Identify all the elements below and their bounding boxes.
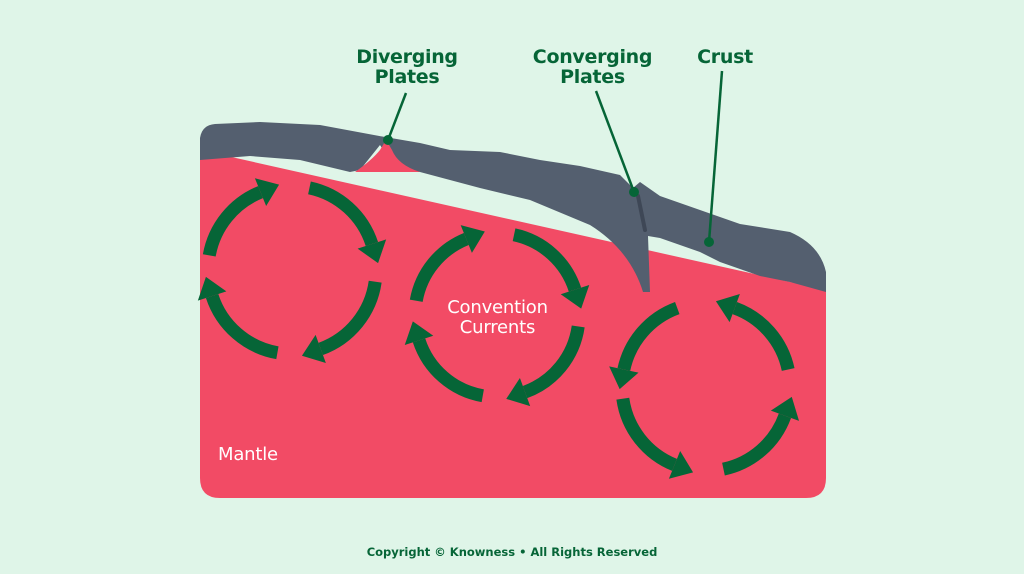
callout-dot-icon — [629, 187, 639, 197]
callout-converging — [594, 90, 639, 197]
circular-arrows-icon — [609, 293, 800, 479]
current-arrow-segment — [205, 293, 279, 360]
current-arrow-segment — [512, 228, 582, 292]
copyright-footer: Copyright © Knowness • All Rights Reserv… — [366, 545, 658, 559]
arrowhead-icon — [609, 366, 639, 390]
arrowhead-icon — [460, 225, 485, 253]
arrowhead-icon — [770, 396, 800, 421]
arrowhead-icon — [506, 377, 531, 407]
arrowhead-icon — [197, 276, 227, 301]
convection-label-line1: Convention — [447, 297, 548, 318]
arrowhead-icon — [301, 334, 326, 364]
arrowhead-icon — [715, 293, 740, 323]
subduction-slab — [636, 194, 647, 232]
circular-arrows-icon — [404, 225, 590, 407]
arrowhead-icon — [560, 285, 590, 309]
current-arrow-segment — [616, 397, 678, 471]
arrowhead-icon — [357, 239, 387, 264]
current-arrow-segment — [522, 325, 585, 399]
crust-layer — [200, 122, 826, 292]
current-arrow-segment — [202, 186, 264, 257]
convection-currents-label: Convention Currents — [420, 298, 575, 338]
diverging-plates-label: Diverging Plates — [352, 47, 462, 87]
current-arrow-segment — [732, 301, 795, 372]
current-arrow-segment — [318, 280, 382, 356]
converging-plates-label: Converging Plates — [520, 47, 665, 87]
circular-arrows-icon — [197, 178, 387, 364]
current-arrow-segment — [721, 413, 792, 476]
callout-crust — [704, 70, 724, 247]
mantle-label: Mantle — [218, 444, 278, 465]
converging-label-line2: Plates — [560, 66, 625, 88]
callout-diverging — [383, 92, 408, 145]
diverging-label-line2: Plates — [374, 66, 440, 88]
diverging-uplift — [355, 140, 420, 172]
diverging-label-line1: Diverging — [356, 46, 458, 68]
mantle-region — [200, 150, 826, 498]
current-arrow-segment — [307, 181, 379, 247]
callout-dot-icon — [383, 135, 393, 145]
current-arrow-segment — [617, 301, 680, 372]
convection-label-line2: Currents — [459, 317, 536, 338]
current-arrow-segment — [412, 338, 485, 403]
converging-label-line1: Converging — [532, 46, 653, 68]
arrowhead-icon — [404, 321, 434, 345]
crust-label: Crust — [697, 46, 753, 68]
arrowhead-icon — [254, 178, 280, 207]
arrowhead-icon — [668, 450, 694, 479]
current-arrow-segment — [409, 232, 469, 303]
callout-dot-icon — [704, 237, 714, 247]
